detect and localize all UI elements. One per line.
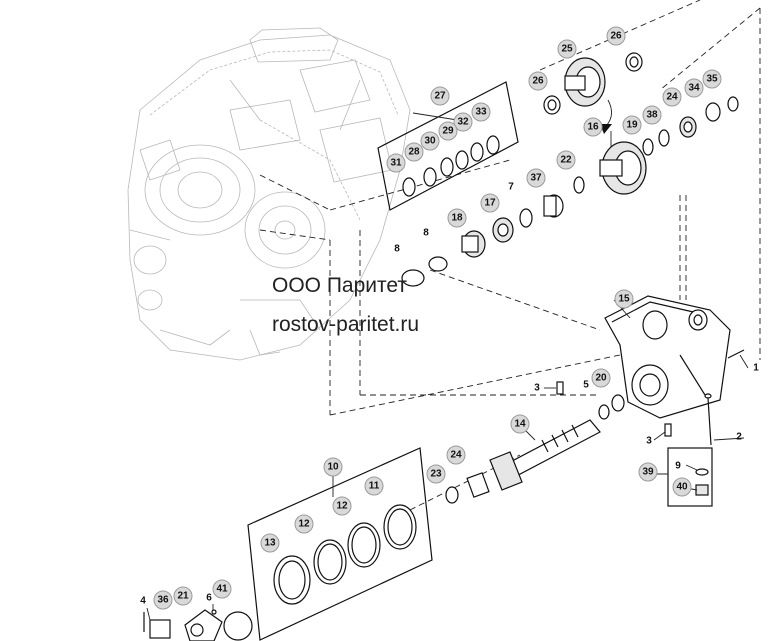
callout-14-text: 14 xyxy=(514,419,526,430)
group-frame-10 xyxy=(247,447,433,641)
label-8-right: 8 xyxy=(423,228,429,239)
callout-19-text: 19 xyxy=(626,120,638,131)
label-1: 1 xyxy=(753,363,759,374)
callout-38-text: 38 xyxy=(646,110,658,121)
label-7: 7 xyxy=(508,182,514,193)
callout-29-text: 29 xyxy=(442,126,454,137)
callout-13-text: 13 xyxy=(264,538,276,549)
callout-36: 36 xyxy=(153,590,173,610)
callout-26-left: 26 xyxy=(528,71,548,91)
callout-22-text: 22 xyxy=(560,155,572,166)
callout-12-right-text: 12 xyxy=(336,501,348,512)
callout-31-text: 31 xyxy=(390,158,402,169)
callout-17-text: 17 xyxy=(484,198,496,209)
gasket-set xyxy=(273,504,417,605)
callout-20: 20 xyxy=(591,368,611,388)
callout-36-text: 36 xyxy=(157,595,169,606)
callout-19: 19 xyxy=(622,115,642,135)
callout-23-text: 23 xyxy=(430,469,442,480)
shaft-14 xyxy=(445,419,601,504)
callout-10-text: 10 xyxy=(327,462,339,473)
callout-37-text: 37 xyxy=(530,173,542,184)
flange-assembly xyxy=(143,609,253,641)
label-4: 4 xyxy=(140,596,146,607)
callout-35-text: 35 xyxy=(706,74,718,85)
callout-12-left: 12 xyxy=(294,514,314,534)
callout-40-text: 40 xyxy=(676,482,688,493)
callout-11-text: 11 xyxy=(369,481,380,492)
group-frame-27 xyxy=(377,81,519,211)
callout-35: 35 xyxy=(702,69,722,89)
callout-21-text: 21 xyxy=(177,591,189,602)
callout-26-top-text: 26 xyxy=(610,31,622,42)
label-3-right: 3 xyxy=(646,436,652,447)
callout-20-text: 20 xyxy=(595,373,607,384)
group-frame-39 xyxy=(667,447,713,507)
callout-25: 25 xyxy=(557,39,577,59)
callout-39: 39 xyxy=(638,462,658,482)
callout-21: 21 xyxy=(173,586,193,606)
label-2: 2 xyxy=(736,432,742,443)
ghost-transmission-housing xyxy=(127,27,411,361)
assembly-guide-lines xyxy=(259,0,761,511)
callout-32: 32 xyxy=(453,112,473,132)
watermark-url: rostov-paritet.ru xyxy=(272,313,419,336)
callout-25-text: 25 xyxy=(561,44,573,55)
callout-30: 30 xyxy=(420,131,440,151)
callout-37: 37 xyxy=(526,168,546,188)
callout-24-top: 24 xyxy=(662,87,682,107)
label-6: 6 xyxy=(206,593,212,604)
callout-27-text: 27 xyxy=(434,91,446,102)
callout-24-top-text: 24 xyxy=(666,92,678,103)
callout-16-text: 16 xyxy=(587,122,599,133)
callout-15-text: 15 xyxy=(618,294,630,305)
housing-15 xyxy=(604,295,731,419)
upper-gear-train xyxy=(401,52,739,287)
callout-23: 23 xyxy=(426,464,446,484)
callout-31: 31 xyxy=(386,153,406,173)
callout-24-bottom-text: 24 xyxy=(450,450,462,461)
callout-33-text: 33 xyxy=(475,107,487,118)
watermark-company: ООО Паритет xyxy=(272,274,407,297)
callout-27: 27 xyxy=(430,86,450,106)
callout-16: 16 xyxy=(583,117,603,137)
callout-26-left-text: 26 xyxy=(532,76,544,87)
plug-assembly xyxy=(695,468,709,496)
callout-41-text: 41 xyxy=(216,584,228,595)
callout-13: 13 xyxy=(260,533,280,553)
label-9: 9 xyxy=(675,461,681,472)
callout-39-text: 39 xyxy=(642,467,654,478)
callout-12-left-text: 12 xyxy=(298,519,310,530)
callout-29: 29 xyxy=(438,121,458,141)
fasteners xyxy=(556,349,745,446)
callout-34-text: 34 xyxy=(688,83,700,94)
callout-34: 34 xyxy=(684,78,704,98)
callout-18-text: 18 xyxy=(451,213,463,224)
callout-33: 33 xyxy=(471,102,491,122)
callout-32-text: 32 xyxy=(457,117,469,128)
callout-40: 40 xyxy=(672,477,692,497)
label-5: 5 xyxy=(583,380,589,391)
callout-11: 11 xyxy=(364,476,384,496)
callout-28-text: 28 xyxy=(408,147,420,158)
callout-30-text: 30 xyxy=(424,136,436,147)
callout-26-top: 26 xyxy=(606,26,626,46)
label-3-left: 3 xyxy=(534,383,540,394)
callout-28: 28 xyxy=(404,142,424,162)
callout-17: 17 xyxy=(480,193,500,213)
callout-15: 15 xyxy=(614,289,634,309)
callout-14: 14 xyxy=(510,414,530,434)
callout-12-right: 12 xyxy=(332,496,352,516)
callout-24-bottom: 24 xyxy=(446,445,466,465)
callout-18: 18 xyxy=(447,208,467,228)
callout-10: 10 xyxy=(323,457,343,477)
callout-38: 38 xyxy=(642,105,662,125)
callout-41: 41 xyxy=(212,579,232,599)
callout-22: 22 xyxy=(556,150,576,170)
label-8-left: 8 xyxy=(394,244,400,255)
